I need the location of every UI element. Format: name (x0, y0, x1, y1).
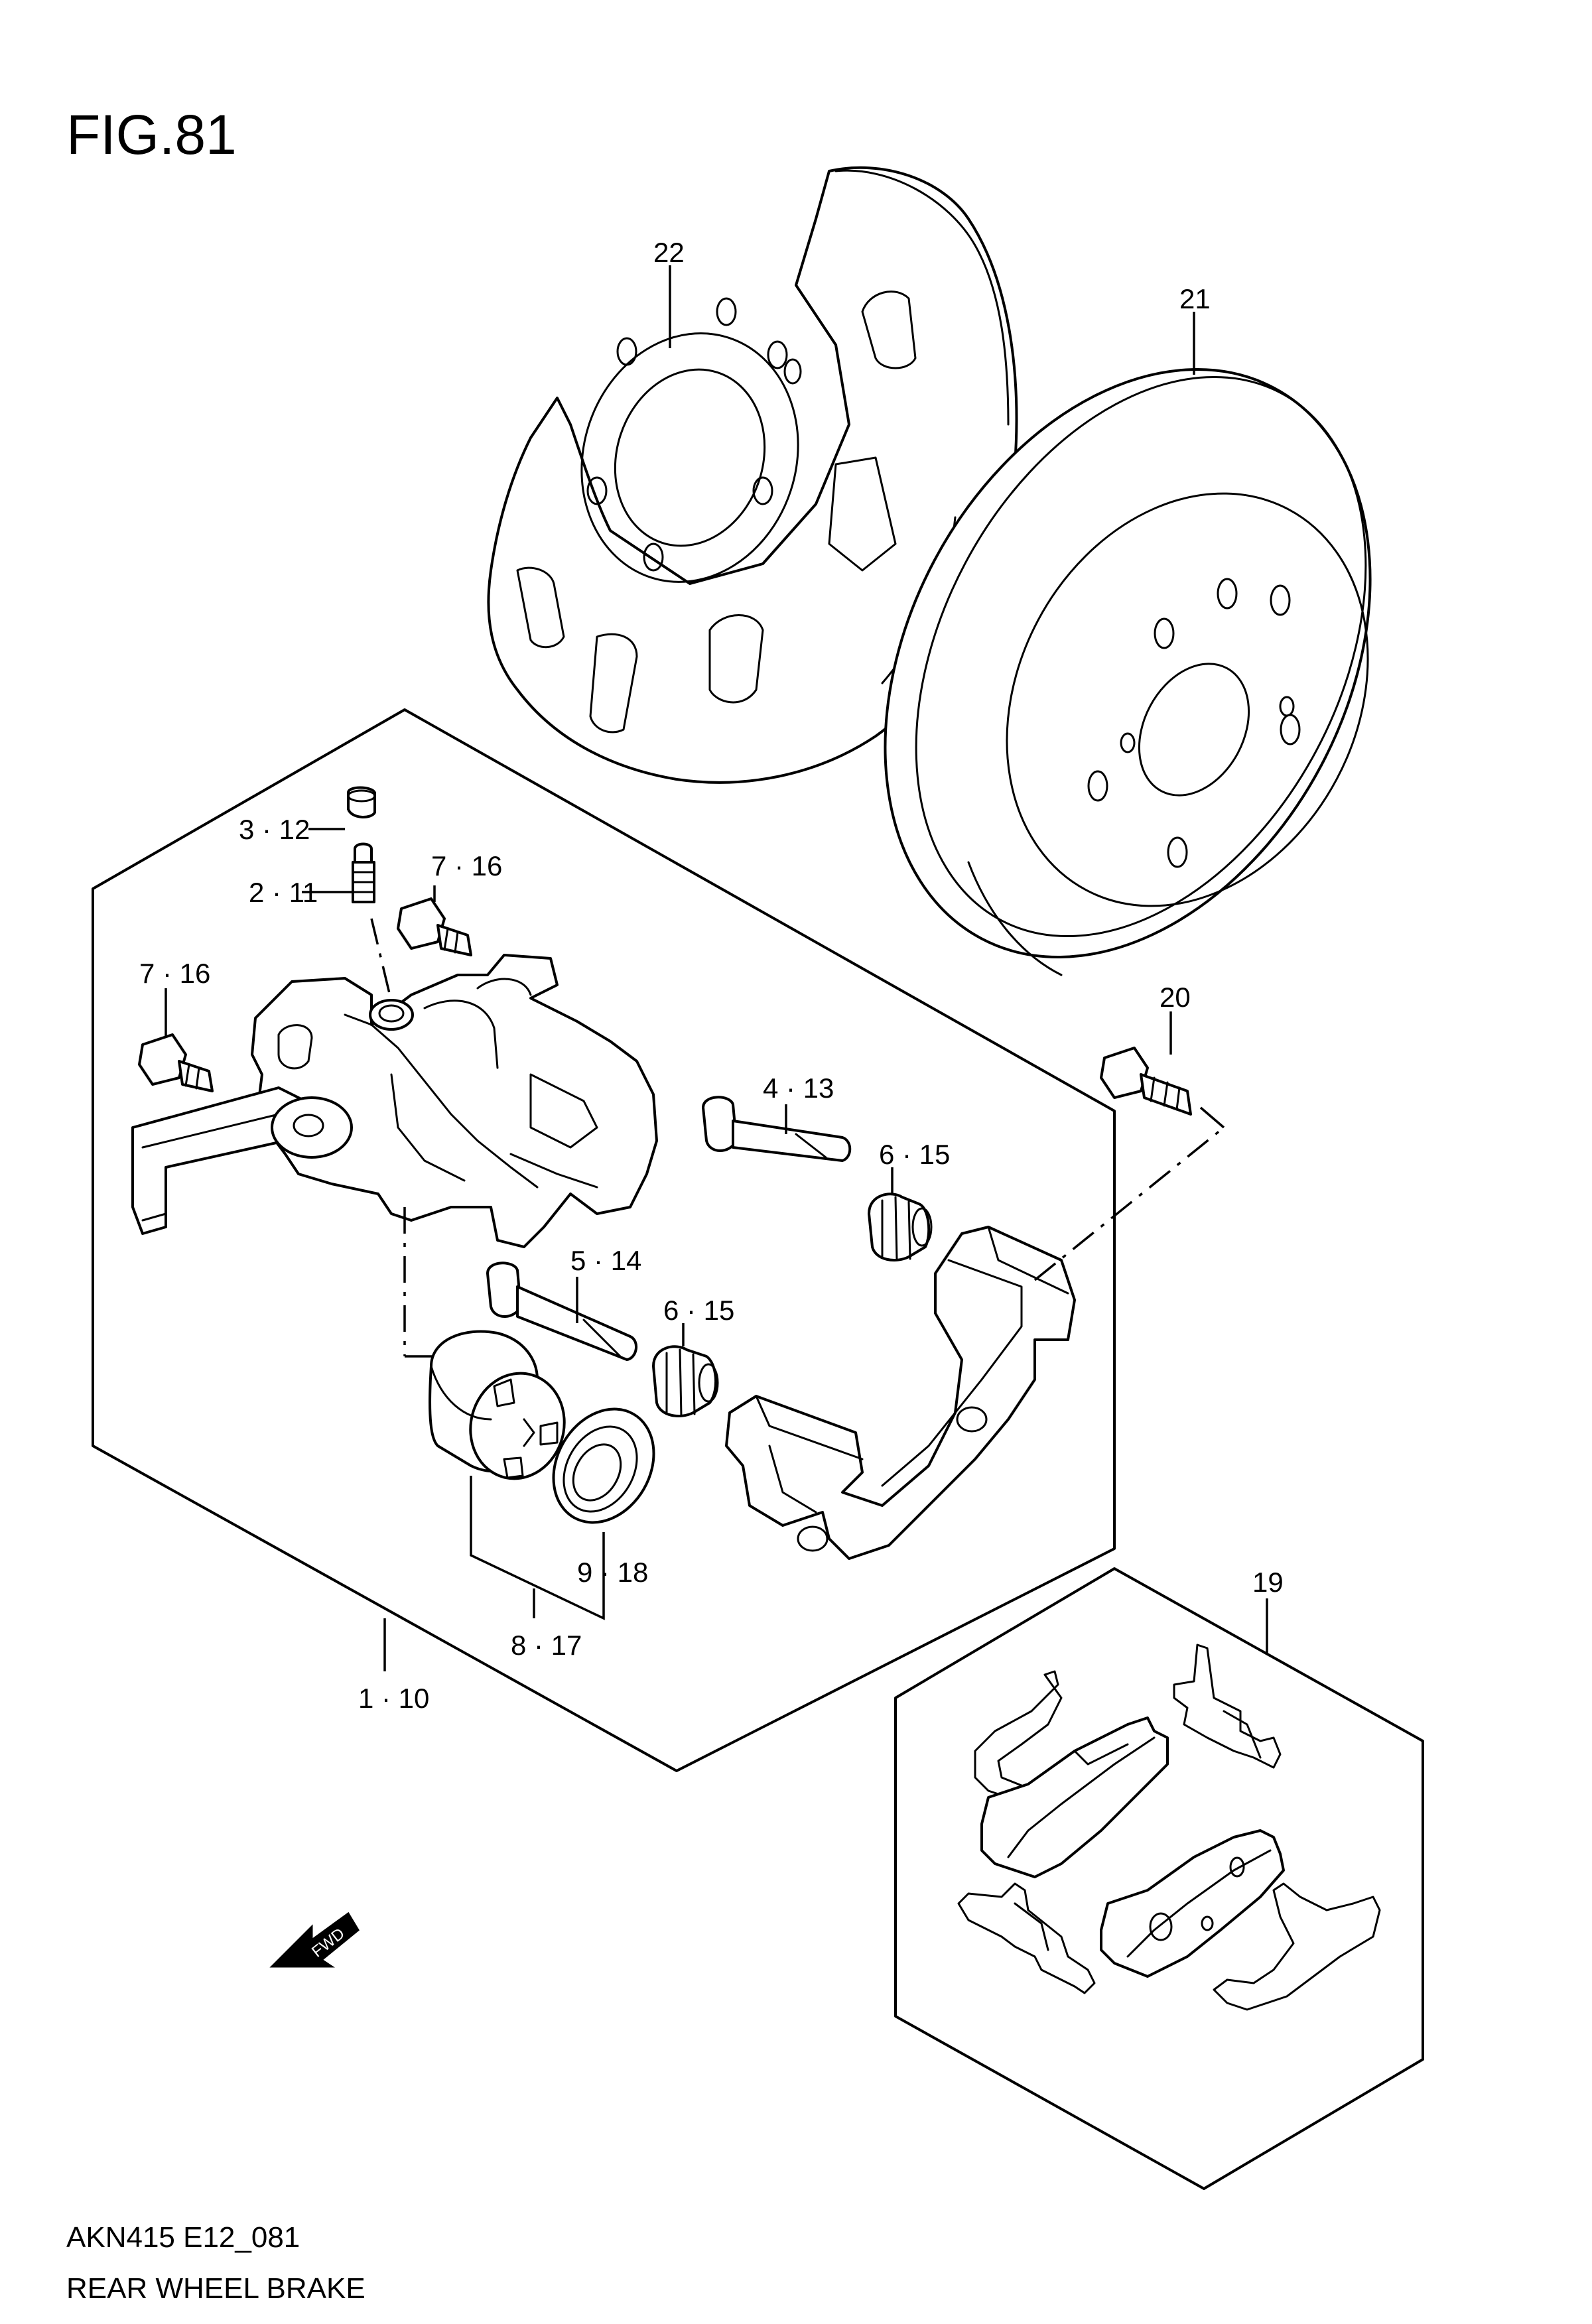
part-3-12-bleeder-cap (347, 786, 376, 818)
label-21: 21 (1179, 283, 1211, 314)
label-6-15-lower: 6 · 15 (663, 1295, 734, 1326)
part-22-dust-shield (487, 166, 1018, 784)
part-19-brake-pads (957, 1644, 1381, 2011)
part-4-13-guide-pin (702, 1096, 852, 1162)
label-4-13: 4 · 13 (763, 1072, 834, 1104)
label-6-15-upper: 6 · 15 (879, 1139, 950, 1170)
label-20: 20 (1160, 982, 1191, 1013)
part-8-17-piston (429, 1330, 566, 1480)
part-caliper-bracket-arm (131, 1086, 353, 1235)
figure-name: REAR WHEEL BRAKE (66, 2272, 365, 2305)
label-19: 19 (1252, 1567, 1284, 1598)
part-9-18-seal (552, 1407, 655, 1524)
part-6-15-boot-upper (868, 1193, 933, 1261)
part-20-bolt (1100, 1047, 1192, 1116)
label-7-16-left: 7 · 16 (139, 958, 210, 989)
part-7-16-bolt-upper (397, 897, 472, 956)
label-2-11: 2 · 11 (249, 877, 318, 908)
fwd-arrow-icon: FWD (269, 1911, 360, 1968)
figure-code: AKN415 E12_081 (66, 2221, 300, 2254)
pad-kit-boundary (894, 1567, 1424, 2190)
label-8-17: 8 · 17 (511, 1630, 582, 1661)
part-caliper-body (251, 954, 658, 1248)
part-7-16-bolt-left (138, 1033, 214, 1092)
label-5-14: 5 · 14 (570, 1245, 641, 1276)
label-3-12: 3 · 12 (239, 814, 310, 845)
part-2-11-bleeder-screw (352, 842, 375, 903)
label-1-10: 1 · 10 (358, 1683, 429, 1714)
part-caliper-carrier (725, 1226, 1076, 1560)
caliper-assembly-boundary (92, 708, 1116, 1772)
part-21-brake-disc (884, 368, 1372, 976)
label-9-18: 9 · 18 (577, 1557, 648, 1588)
label-7-16-upper: 7 · 16 (431, 850, 502, 881)
part-6-15-boot-lower (652, 1345, 719, 1417)
label-22: 22 (653, 237, 685, 268)
figure-title: FIG.81 (66, 103, 237, 166)
